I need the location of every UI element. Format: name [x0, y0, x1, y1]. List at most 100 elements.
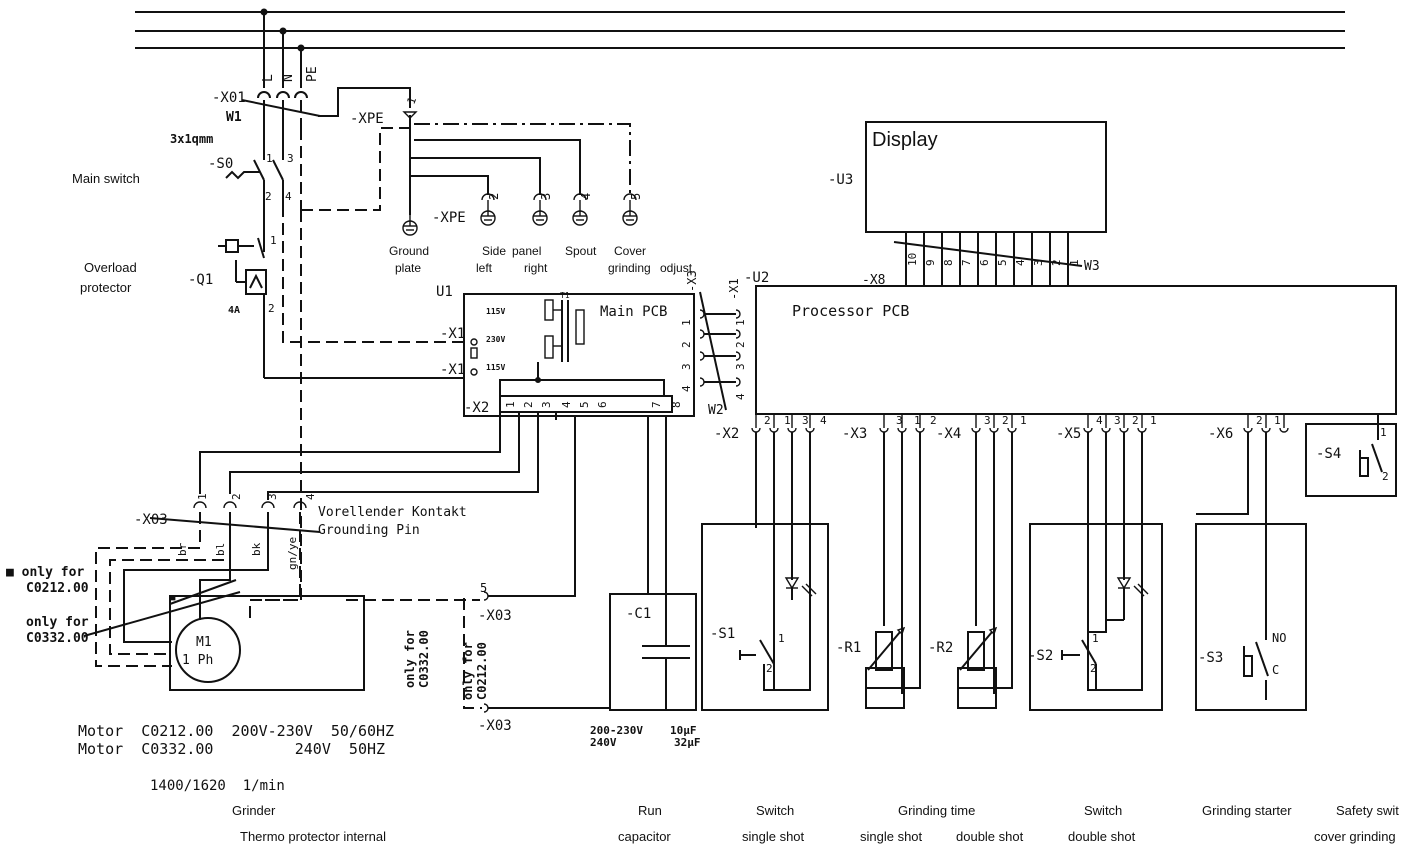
s2-pin-2: 2 [1090, 662, 1097, 675]
processor-x1-pin: 3 [734, 363, 747, 370]
motor-x03-label: -X03 [134, 512, 168, 528]
s4-ref: -S4 [1316, 446, 1341, 462]
processor-pcb-ref: -U2 [744, 270, 769, 286]
x8-pin: 8 [942, 259, 955, 266]
main-switch-pin-3: 3 [287, 152, 294, 165]
star-marker: ■ [170, 593, 176, 603]
main-pcb-x3-pin: 1 [680, 319, 693, 326]
main-pcb-x2-pin-labels: 1 2 3 4 5 6 7 8 [504, 401, 683, 408]
processor-x4-pin: 1 [1020, 414, 1027, 427]
s2-wiring [1061, 432, 1149, 691]
s1-wiring [739, 432, 817, 691]
xpe-label: -XPE [350, 111, 384, 127]
motor-pin-1: 1 [196, 493, 209, 500]
w3-label: W3 [1084, 259, 1100, 274]
main-switch-pin-2: 2 [265, 190, 272, 203]
processor-x3-pin: 3 [896, 414, 903, 427]
s2-ref: -S2 [1028, 648, 1053, 664]
motor-pin-4: 4 [304, 493, 317, 500]
motor-speed: 1400/1620 1/min [150, 778, 285, 794]
transformer-icon [544, 299, 585, 362]
processor-x6-pin: 2 [1256, 414, 1263, 427]
left-label: left [476, 261, 493, 275]
s3-wiring [1196, 432, 1269, 700]
caption-switch-1: Switch [756, 803, 794, 818]
wire-br: br [176, 542, 189, 556]
w2-label: W2 [708, 403, 724, 418]
main-pcb-ref: U1 [436, 284, 453, 300]
x8-pin: 10 [906, 253, 919, 266]
contact-label-2: Grounding Pin [318, 523, 420, 538]
r2-ref: -R2 [928, 640, 953, 656]
overload-ref: -Q1 [188, 272, 213, 288]
caption-cover-grinding: cover grinding [1314, 829, 1396, 844]
c1-capacitance-1: 10µF [670, 724, 697, 737]
overload-symbol [218, 236, 267, 378]
s1-pin-2: 2 [766, 662, 773, 675]
supply-n-label: N [281, 74, 296, 82]
motor-spec-2: Motor C0332.00 240V 50HZ [78, 740, 385, 758]
s4-pin-2: 2 [1382, 470, 1389, 483]
processor-x1-pin: 4 [734, 393, 747, 400]
x03-only-for: only for [461, 642, 475, 700]
s1-ref: -S1 [710, 626, 735, 642]
ground-bus [409, 118, 631, 215]
wire-bk: bk [250, 542, 263, 556]
v230: 230V [486, 335, 505, 344]
caption-grinder: Grinder [232, 803, 276, 818]
x2-pin: 2 [522, 401, 535, 408]
x2-pin: 7 [650, 401, 663, 408]
x2-pin: 1 [504, 401, 517, 408]
only-for-label: only for [26, 615, 89, 630]
main-switch-label: Main switch [72, 171, 140, 186]
ground-pin-5: 5 [629, 193, 643, 200]
x2-pin: 5 [578, 401, 591, 408]
caption-double-shot-1: double shot [956, 829, 1024, 844]
earth-icon [572, 193, 588, 226]
panel-label: panel [512, 244, 541, 258]
main-pcb-x1-label-b: -X1 [440, 362, 465, 378]
wire-gnye: gn/ye [286, 537, 299, 570]
s4-wiring [1359, 414, 1383, 477]
x2-pin: 4 [560, 401, 573, 408]
c1-wiring [642, 416, 690, 710]
processor-x5-pin: 4 [1096, 414, 1103, 427]
xpe-pin-1: 1 [405, 95, 419, 106]
processor-x5-pin: 3 [1114, 414, 1121, 427]
transformer-ref: T1 [560, 291, 570, 300]
x2-pin: 3 [540, 401, 553, 408]
motor-m1: M1 [196, 635, 212, 650]
processor-x1-pin: 1 [734, 319, 747, 326]
odjust-label: odjust [660, 261, 693, 275]
ground-pin-2: 2 [487, 193, 501, 200]
main-switch-ref: -S0 [208, 156, 233, 172]
processor-pcb-title: Processor PCB [792, 302, 909, 320]
caption-double-shot-2: double shot [1068, 829, 1136, 844]
processor-x6-pin: 1 [1274, 414, 1281, 427]
x8-pin: 6 [978, 259, 991, 266]
earth-icon [622, 193, 638, 226]
x8-pin: 4 [1014, 259, 1027, 266]
s3-ref: -S3 [1198, 650, 1223, 666]
ground-pin-4: 4 [579, 193, 593, 200]
spout-label: Spout [565, 244, 597, 258]
caption-grinding-starter: Grinding starter [1202, 803, 1292, 818]
r2-resistor [957, 432, 1013, 709]
side-label: Side [482, 244, 506, 258]
main-switch-pin-4: 4 [285, 190, 292, 203]
x8-pin: 7 [960, 259, 973, 266]
processor-x2-label: -X2 [714, 426, 739, 442]
processor-x5-pin: 2 [1132, 414, 1139, 427]
processor-x2-pin: 4 [820, 414, 827, 427]
r1-resistor [865, 432, 921, 709]
r1-ref: -R1 [836, 640, 861, 656]
processor-x1-pin: 2 [734, 341, 747, 348]
main-pcb-title: Main PCB [600, 304, 667, 320]
caption-run: Run [638, 803, 662, 818]
motor-wiring [83, 412, 557, 691]
main-pcb-x3-pin: 2 [680, 341, 693, 348]
caption-single-shot-1: single shot [742, 829, 805, 844]
x03-code: C0212.00 [475, 642, 489, 700]
ground-pin-3: 3 [539, 193, 553, 200]
processor-pcb-box [755, 285, 1397, 415]
